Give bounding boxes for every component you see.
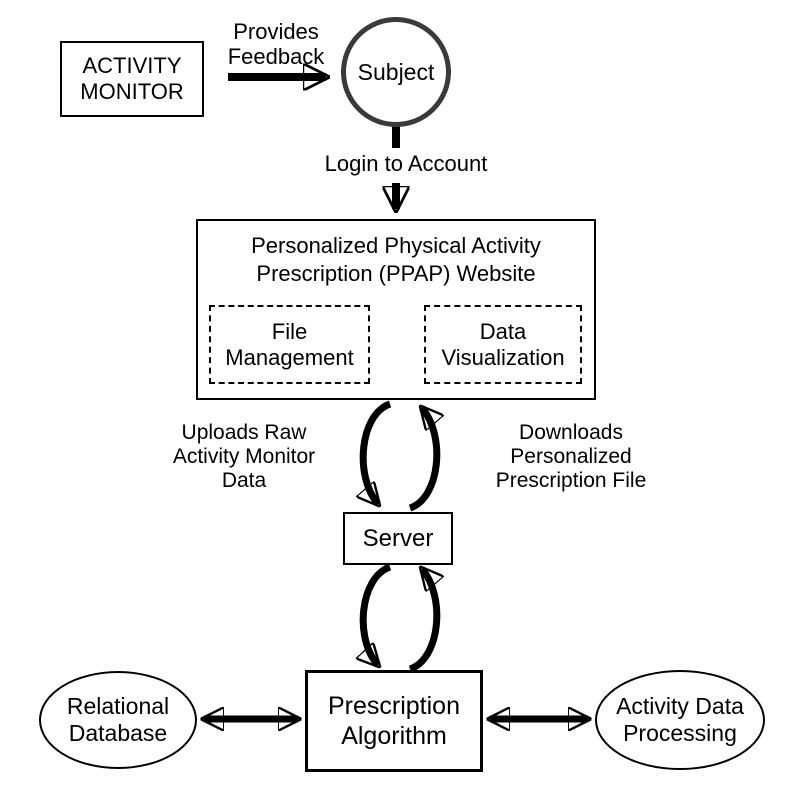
provides-feedback-label: Provides Feedback (227, 19, 325, 69)
relational-database-label: Relational Database (66, 693, 170, 746)
data-visualization-node: Data Visualization (424, 305, 582, 384)
relational-database-node: Relational Database (39, 671, 197, 769)
activity-monitor-label: ACTIVITY MONITOR (80, 53, 184, 104)
uploads-raw-data-label: Uploads Raw Activity Monitor Data (172, 421, 316, 492)
subject-label: Subject (357, 58, 435, 85)
prescription-algorithm-node: Prescription Algorithm (305, 670, 483, 772)
ppap-website-node: Personalized Physical Activity Prescript… (196, 219, 596, 400)
activity-data-processing-label: Activity Data Processing (616, 693, 744, 746)
arrow-upload-cycle (363, 400, 392, 504)
prescription-algorithm-label: Prescription Algorithm (328, 692, 460, 750)
file-management-node: File Management (209, 305, 370, 384)
downloads-prescription-label: Downloads Personalized Prescription File (495, 421, 647, 492)
arrow-server-to-algorithm-cycle (363, 563, 392, 665)
data-visualization-label: Data Visualization (441, 318, 565, 370)
ppap-website-title: Personalized Physical Activity Prescript… (251, 233, 541, 286)
file-management-label: File Management (225, 318, 354, 370)
arrow-algorithm-to-server-cycle (408, 569, 437, 673)
activity-data-processing-node: Activity Data Processing (595, 670, 765, 770)
login-to-account-label: Login to Account (324, 151, 488, 176)
server-node: Server (343, 512, 453, 565)
subject-node: Subject (341, 17, 451, 127)
arrow-download-cycle (408, 408, 437, 512)
server-label: Server (362, 524, 434, 552)
activity-monitor-node: ACTIVITY MONITOR (60, 41, 204, 117)
